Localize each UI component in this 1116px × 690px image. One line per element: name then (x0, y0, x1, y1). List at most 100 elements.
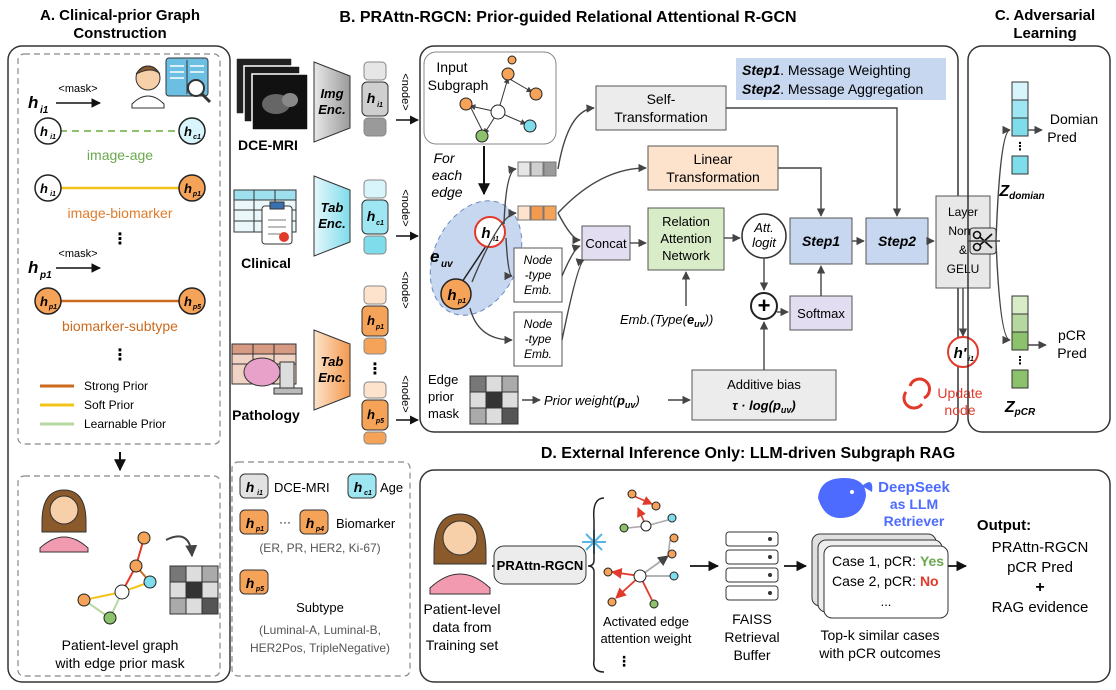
edge-prior-label-1: Edge (428, 372, 458, 387)
svg-text:h: h (481, 225, 490, 242)
add-op-circle (750, 292, 778, 320)
activated-label-2: attention weight (600, 631, 691, 646)
svg-text:h: h (367, 208, 376, 224)
feature-strip-gray (517, 161, 557, 177)
svg-text:h: h (184, 181, 192, 196)
case-more: ... (881, 594, 892, 609)
svg-text:h: h (246, 575, 255, 591)
svg-text:⋮: ⋮ (1015, 141, 1026, 153)
panel-a-title-2: Construction (73, 25, 166, 42)
mask-row-hp1: h p1 <mask> (28, 248, 101, 281)
output-line-3: + (1035, 579, 1044, 596)
mask-label-1: <mask> (58, 83, 97, 95)
mask-row-hi1: h i1 <mask> (28, 83, 101, 116)
activated-graph-1 (619, 489, 677, 533)
faiss-label-1: FAISS (732, 611, 772, 627)
linear-label-2: Transformation (666, 169, 760, 185)
panel-c-title-2: Learning (1013, 25, 1076, 42)
edge-prior-mask-grid (469, 375, 519, 425)
panel-c-frame (967, 45, 1111, 433)
pcr-pred-label-2: Pred (1057, 345, 1087, 361)
patient-woman-icon-a (39, 489, 89, 553)
svg-text:Img: Img (320, 86, 343, 101)
svg-text:i1: i1 (257, 490, 263, 497)
softmax-label: Softmax (797, 306, 845, 321)
svg-text:-type: -type (525, 268, 552, 282)
input-subgraph-label-2: Subgraph (428, 77, 489, 93)
linear-label-1: Linear (694, 151, 733, 167)
legend-hp5: h p5 Subtype (Luminal-A, Luminal-B, HER2… (239, 569, 390, 655)
activated-label-1: Activated edge (603, 614, 689, 629)
add-op-symbol: + (758, 293, 771, 318)
panel-b-title: B. PRAttn-RGCN: Prior-guided Relational … (339, 9, 796, 26)
legend-age-label: Age (380, 480, 403, 495)
node-tag-3: <node> (399, 271, 411, 308)
svg-text:h: h (40, 181, 48, 196)
z-pcr-label: ZpCR (1004, 399, 1036, 418)
svg-text:Emb.: Emb. (524, 283, 552, 297)
case-card-front (823, 545, 949, 619)
vector-hp: h p1 ⋮ h p5 (361, 285, 389, 445)
concat-box (581, 225, 631, 261)
relation-attention-network-box (647, 207, 725, 271)
topk-label-1: Top-k similar cases (820, 627, 939, 643)
rel-att-label-2: Attention (660, 231, 711, 246)
svg-text:h: h (246, 515, 255, 531)
output-line-1: PRAttn-RGCN (992, 539, 1089, 556)
node-tag-1: <node> (399, 73, 411, 110)
label-dce-mri: DCE-MRI (238, 137, 298, 153)
label-clinical: Clinical (241, 255, 291, 271)
svg-text:p5: p5 (375, 418, 384, 425)
panel-a-graph-box (17, 53, 221, 445)
svg-text:···: ··· (279, 515, 291, 529)
domain-pred-label-2: Pred (1047, 129, 1077, 145)
edge-prior-label-2: prior (428, 389, 455, 404)
svg-text:-type: -type (525, 332, 552, 346)
update-cycle-icon (902, 377, 932, 410)
hp1-subscript: p1 (39, 270, 52, 281)
svg-text:Enc.: Enc. (318, 370, 345, 385)
edge-prior-label-3: mask (428, 406, 460, 421)
hi1-symbol: h (28, 93, 38, 112)
activated-graph-2 (603, 533, 679, 609)
update-node-label-2: node (944, 402, 975, 418)
output-line-4: RAG evidence (992, 599, 1089, 616)
for-each-3: edge (431, 184, 462, 200)
svg-text:h: h (354, 479, 363, 495)
legend-hi1: h i1 DCE-MRI (239, 473, 330, 499)
emb-type-label: Emb.(Type(euv)) (620, 312, 713, 329)
hi1-subscript: i1 (40, 105, 49, 116)
additive-bias-formula: τ · log(puv) (732, 398, 796, 415)
patient-woman-icon-d (429, 513, 491, 595)
prior-weight-label: Prior weight(puv) (544, 393, 640, 410)
caption-a-2: with edge prior mask (54, 655, 185, 671)
rel-att-label-1: Relation (662, 214, 710, 229)
node-tag-4: <node> (399, 375, 411, 412)
deepseek-whale-icon (818, 478, 873, 518)
node-hp5-c: h p5 (178, 287, 206, 315)
step1-box-label: Step1 (802, 233, 840, 249)
for-each-1: For (434, 150, 456, 166)
att-logit-label-2: logit (752, 235, 777, 250)
svg-text:Node: Node (524, 253, 553, 267)
svg-text:p4: p4 (315, 526, 324, 533)
svg-text:h: h (367, 407, 375, 422)
svg-text:Emb.: Emb. (524, 347, 552, 361)
svg-text:c1: c1 (193, 134, 201, 141)
panel-d-frame (419, 469, 1111, 683)
legend-subtype-sub-2: HER2Pos, TripleNegative) (250, 641, 390, 655)
svg-text:p1: p1 (375, 324, 384, 331)
euv-sub: uv (441, 259, 454, 270)
linear-transformation-box (647, 145, 779, 191)
softmax-box (789, 295, 853, 331)
legend-strong-label: Strong Prior (84, 379, 148, 393)
svg-text:h′: h′ (954, 345, 968, 362)
deepseek-label-1: DeepSeek (878, 479, 950, 496)
self-trans-label-2: Transformation (614, 109, 708, 125)
vector-hi1: h i1 (361, 61, 389, 137)
svg-text:p5: p5 (255, 586, 264, 593)
self-trans-label-1: Self- (647, 91, 676, 107)
for-each-2: each (432, 167, 463, 183)
svg-text:Tab: Tab (321, 354, 344, 369)
patient-mini-graph (77, 531, 157, 625)
